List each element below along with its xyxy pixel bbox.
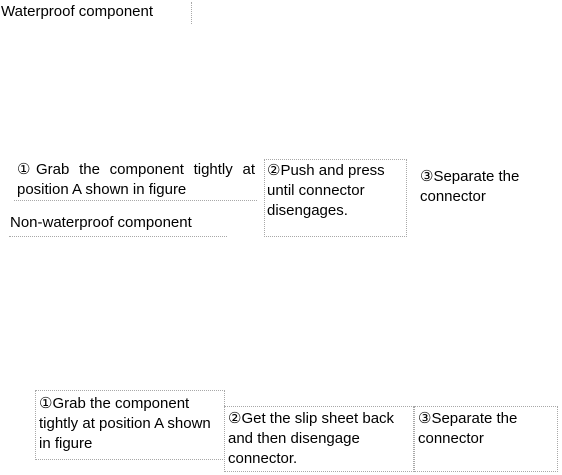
waterproof-step-1: ①Grab the component tightly at position … [14,159,257,201]
non-waterproof-component-title: Non-waterproof component [9,213,227,237]
waterproof-step-2: ②Push and press until connector disengag… [264,159,407,237]
non-waterproof-step-3: ③Separate the connector [414,406,558,472]
waterproof-component-title: Waterproof component [0,2,192,24]
non-waterproof-step-1: ①Grab the component tightly at position … [35,390,225,460]
non-waterproof-step-2: ②Get the slip sheet back and then diseng… [224,406,414,472]
waterproof-step-3: ③Separate the connector [420,168,520,205]
